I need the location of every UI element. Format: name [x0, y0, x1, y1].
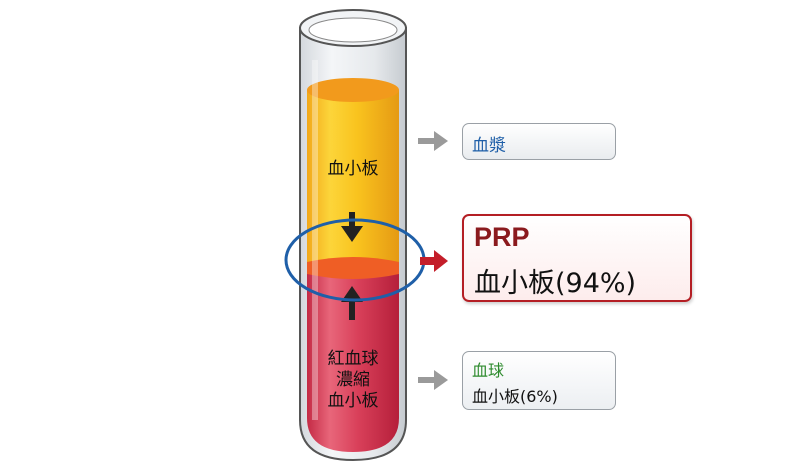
rbc-label-line-1: 紅血球 [327, 349, 379, 369]
arrow-right-icon [420, 250, 448, 272]
arrow-right-icon [418, 370, 448, 390]
rbc-label-line-2: 濃縮 [336, 370, 370, 390]
rbc-label-line-3: 血小板 [327, 391, 379, 411]
plasma-box: 血漿 [462, 123, 616, 160]
prp-box-subtitle: 血小板(94%) [474, 268, 637, 299]
test-tube [299, 9, 407, 462]
rbc-layer [307, 268, 399, 452]
prp-box: PRP 血小板(94%) [462, 214, 692, 302]
rbc-box: 血球 血小板(6%) [462, 351, 616, 410]
prp-box-title: PRP [474, 222, 530, 252]
rbc-box-subtitle: 血小板(6%) [472, 387, 558, 406]
rbc-box-title: 血球 [472, 361, 505, 380]
plasma-platelet-label: 血小板 [327, 159, 379, 179]
plasma-surface [307, 78, 399, 102]
buffy-coat-layer [307, 257, 399, 279]
plasma-layer [307, 90, 399, 268]
arrow-up-icon [341, 286, 363, 320]
arrow-right-icon [418, 131, 448, 151]
plasma-box-title: 血漿 [472, 136, 506, 156]
